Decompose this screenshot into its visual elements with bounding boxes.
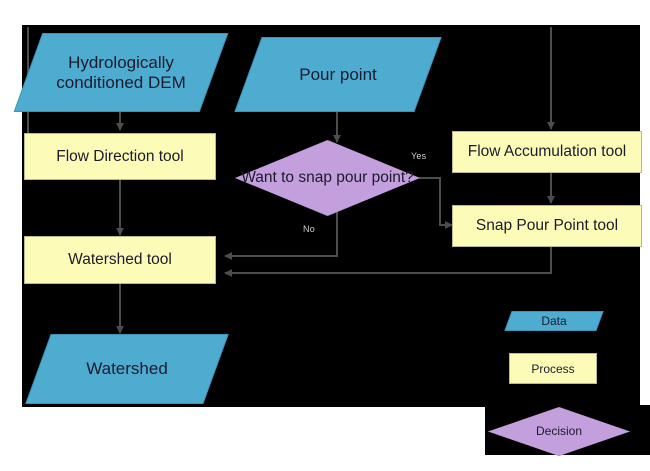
node-label: Flow Direction tool xyxy=(56,147,184,165)
edge-snap-pour-point-to-watershed-tool xyxy=(224,245,552,277)
node-watershed-tool[interactable]: Watershed tool xyxy=(24,236,216,284)
node-label: Pour point xyxy=(299,64,377,84)
node-label: Flow Accumulation tool xyxy=(467,143,627,160)
legend-label-data: Data xyxy=(541,314,567,328)
legend-label-decision: Decision xyxy=(535,423,583,438)
node-pour-point[interactable]: Pour point xyxy=(234,37,442,112)
node-watershed[interactable]: Watershed xyxy=(25,334,229,404)
node-flow-accumulation-tool[interactable]: Flow Accumulation tool xyxy=(452,131,642,173)
node-label: Hydrologically conditioned DEM xyxy=(56,52,186,92)
node-label: Watershed xyxy=(86,359,168,378)
node-flow-direction-tool[interactable]: Flow Direction tool xyxy=(24,133,216,180)
node-label: Snap Pour Point tool xyxy=(475,217,619,234)
node-snap-decision[interactable]: Want to snap pour point? xyxy=(235,140,420,216)
edge-decision-yes-to-snap-pour-point xyxy=(419,177,453,229)
node-snap-pour-point-tool[interactable]: Snap Pour Point tool xyxy=(452,205,642,247)
legend-item-decision: Decision xyxy=(488,407,630,456)
edge-label-yes: Yes xyxy=(411,151,427,161)
legend-item-data: Data xyxy=(504,311,604,331)
edge-decision-no-to-watershed-tool xyxy=(224,212,338,260)
node-label: Want to snap pour point? xyxy=(241,169,414,187)
node-hydrologically-conditioned-dem[interactable]: Hydrologically conditioned DEM xyxy=(13,33,229,112)
legend-label-process: Process xyxy=(531,361,575,376)
legend-item-process: Process xyxy=(509,353,597,384)
node-label: Watershed tool xyxy=(68,251,172,268)
edge-label-no: No xyxy=(303,224,315,234)
